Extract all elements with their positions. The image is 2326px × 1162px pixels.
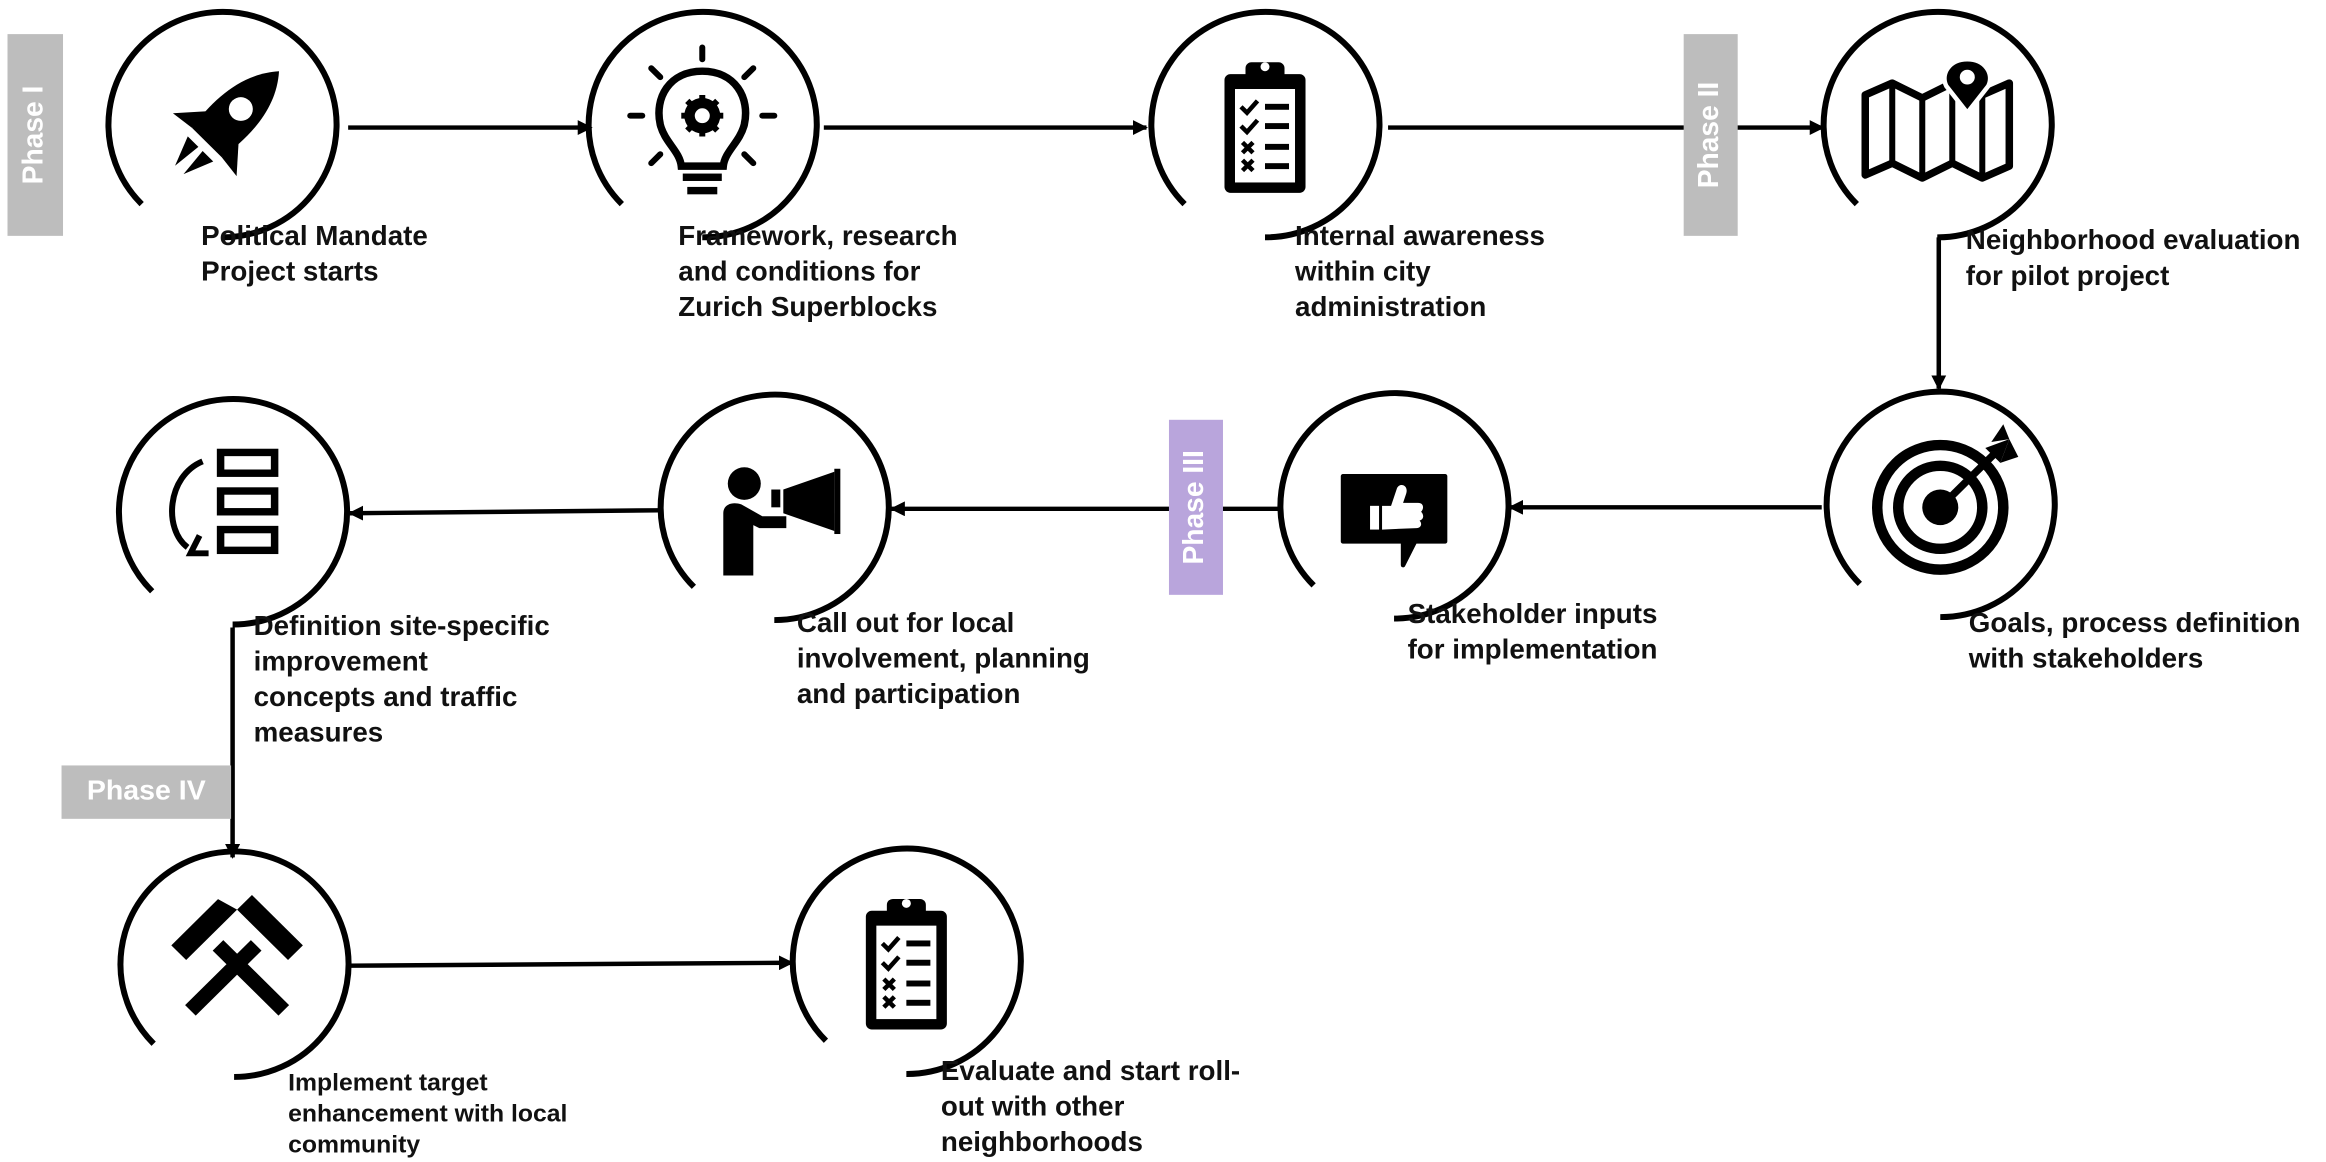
lightbulb-gear-icon xyxy=(627,44,778,195)
phase-2-badge xyxy=(1683,34,1738,236)
step-3-label: Internal awareness within city administr… xyxy=(1295,219,1546,322)
phase-3-badge xyxy=(1168,419,1223,595)
hammers-icon xyxy=(171,894,303,1016)
thumbs-up-speech-icon xyxy=(1340,473,1448,568)
target-arrow-icon xyxy=(1871,424,2019,575)
step-6-label: Stakeholder inputs for implementation xyxy=(1407,597,1658,665)
clipboard-checklist-icon xyxy=(866,899,947,1030)
step-8-circle xyxy=(115,396,351,628)
step-1-circle xyxy=(105,8,340,241)
step-10-label: Evaluate and start roll- out with other … xyxy=(940,1054,1241,1158)
phase-1-label: Phase I xyxy=(18,85,51,185)
rocket-icon xyxy=(172,71,280,177)
step-5-circle xyxy=(1823,388,2058,621)
step-2-circle xyxy=(585,8,820,241)
step-7-label: Call out for local involvement, planning… xyxy=(796,606,1090,710)
list-refresh-icon xyxy=(169,448,279,557)
clipboard-checklist-icon xyxy=(1224,62,1305,193)
step-7-circle xyxy=(657,391,892,624)
step-4-circle xyxy=(1820,8,2055,241)
step-5-label: Goals, process definition with stakehold… xyxy=(1968,606,2301,674)
phase-4-label: Phase IV xyxy=(86,775,206,807)
step-8-label: Definition site-specific improvement con… xyxy=(253,609,550,748)
phase-2-label: Phase II xyxy=(1694,81,1726,189)
step-4-label: Neighborhood evaluation for pilot projec… xyxy=(1965,223,2301,291)
phase-1-badge xyxy=(7,34,64,236)
step-6-circle xyxy=(1277,390,1512,622)
phase-3-label: Phase III xyxy=(1179,450,1211,565)
megaphone-person-icon xyxy=(723,467,841,576)
step-2-label: Framework, research and conditions for Z… xyxy=(678,219,958,322)
map-pin-icon xyxy=(1861,57,2014,182)
phase-4-badge xyxy=(61,765,232,819)
step-9-label: Implement target enhancement with local … xyxy=(288,1069,568,1159)
step-9-circle xyxy=(117,848,352,1080)
step-1-label: Political Mandate Project starts xyxy=(201,219,428,287)
connector-9-10 xyxy=(348,955,794,971)
step-3-circle xyxy=(1148,8,1383,241)
step-10-circle xyxy=(789,845,1024,1077)
connector-7-8 xyxy=(348,505,659,521)
